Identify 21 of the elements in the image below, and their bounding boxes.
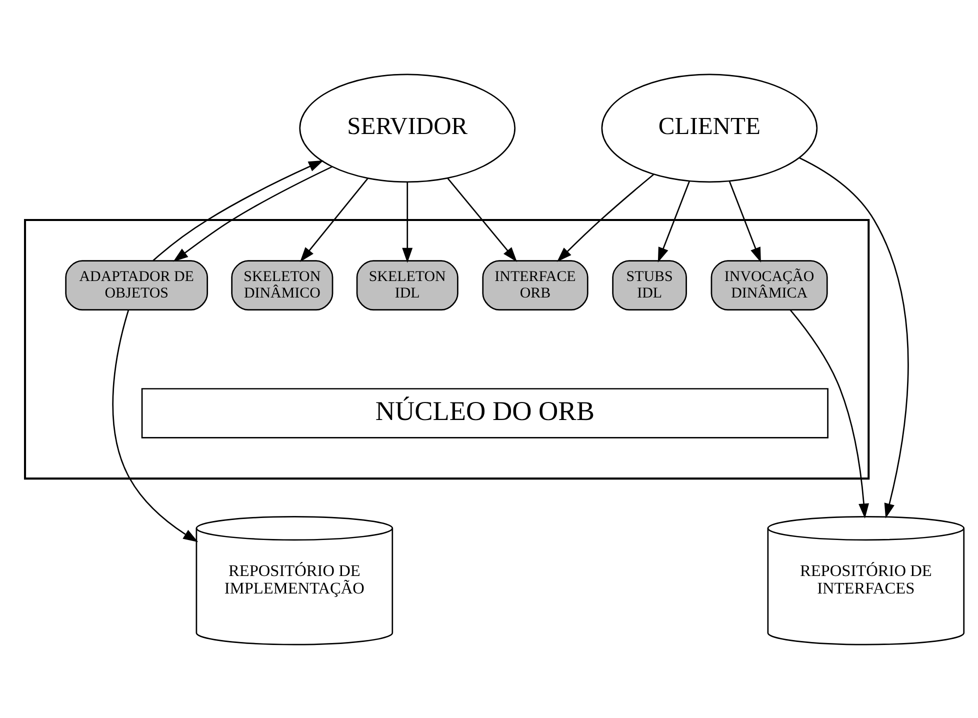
node-ellipse: SERVIDOR [299, 73, 516, 182]
arrow [790, 309, 870, 518]
arrow [112, 310, 198, 542]
arrow [799, 156, 909, 518]
node-ellipse: CLIENTE [601, 73, 818, 182]
node-box: INTERFACE ORB [482, 260, 588, 310]
arrow [447, 177, 518, 262]
node-box: INVOCAÇÃO DINÂMICA [710, 260, 828, 310]
node-box: SKELETON IDL [356, 260, 458, 310]
arrow [300, 177, 368, 262]
cluster [24, 218, 870, 480]
arrow [402, 182, 413, 262]
arrow [728, 180, 761, 262]
arrow [173, 166, 333, 262]
node-box: NÚCLEO DO ORB [141, 388, 828, 438]
arrow [152, 160, 324, 261]
arrow [556, 173, 654, 262]
node-box: SKELETON DINÂMICO [231, 260, 334, 310]
node-box: ADAPTADOR DE OBJETOS [65, 260, 208, 310]
node-box: STUBS IDL [612, 260, 687, 310]
arrow [658, 180, 690, 262]
